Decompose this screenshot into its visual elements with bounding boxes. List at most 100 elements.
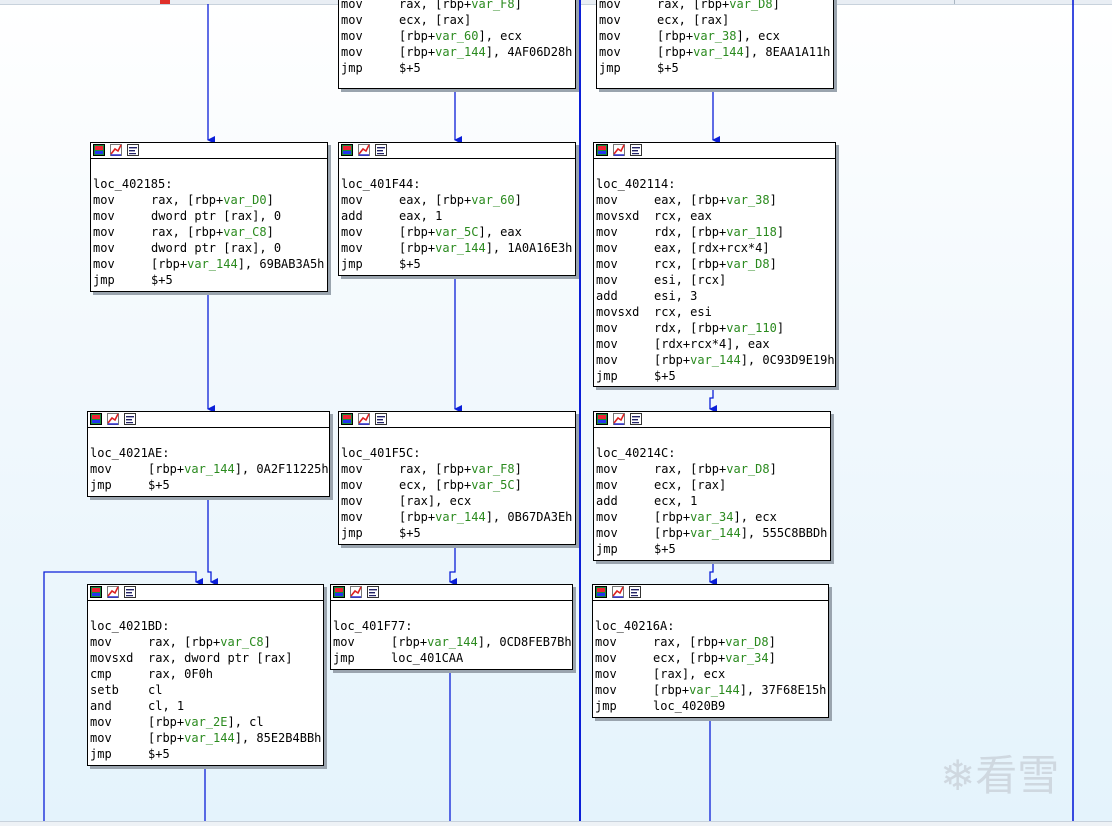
stack-var[interactable]: var_D8: [729, 0, 773, 11]
chart-icon[interactable]: [110, 144, 122, 156]
stack-var[interactable]: var_34: [725, 651, 769, 665]
chart-icon[interactable]: [358, 144, 370, 156]
instruction-line[interactable]: mov[rbp+var_60], ecx: [341, 28, 575, 44]
stack-var[interactable]: var_144: [435, 45, 486, 59]
stack-var[interactable]: var_144: [690, 353, 741, 367]
pseudocode-icon[interactable]: [630, 413, 642, 425]
stack-var[interactable]: var_144: [184, 731, 235, 745]
instruction-line[interactable]: mov[rbp+var_5C], eax: [341, 224, 575, 240]
graph-icon[interactable]: [596, 413, 608, 425]
instruction-line[interactable]: mov[rax], ecx: [341, 493, 575, 509]
block-label[interactable]: loc_4021BD:: [90, 619, 170, 633]
block-label[interactable]: loc_402114:: [596, 177, 676, 191]
stack-var[interactable]: var_D8: [725, 635, 769, 649]
tab-indicator[interactable]: [160, 0, 170, 4]
instruction-line[interactable]: mov[rbp+var_144], 0B67DA3Eh: [341, 509, 575, 525]
block-label[interactable]: loc_401F44:: [341, 177, 421, 191]
instruction-line[interactable]: mov[rbp+var_144], 8EAA1A11h: [599, 44, 833, 60]
stack-var[interactable]: var_144: [187, 257, 238, 271]
stack-var[interactable]: var_C8: [220, 635, 264, 649]
block-label[interactable]: loc_4021AE:: [90, 446, 170, 460]
stack-var[interactable]: var_144: [435, 510, 486, 524]
stack-var[interactable]: var_144: [689, 683, 740, 697]
graph-icon[interactable]: [595, 586, 607, 598]
stack-var[interactable]: var_118: [726, 225, 777, 239]
graph-icon[interactable]: [341, 144, 353, 156]
chart-icon[interactable]: [350, 586, 362, 598]
stack-var[interactable]: var_34: [690, 510, 734, 524]
instruction-line[interactable]: mov[rbp+var_144], 555C8BBDh: [596, 525, 830, 541]
stack-var[interactable]: var_144: [184, 462, 235, 476]
instruction-line[interactable]: mov[rbp+var_144], 1A0A16E3h: [341, 240, 575, 256]
instruction-line[interactable]: mov[rbp+var_34], ecx: [596, 509, 830, 525]
instruction-line[interactable]: jmp$+5: [599, 60, 833, 76]
instruction-line[interactable]: mov[rbp+var_144], 0CD8FEB7Bh: [333, 634, 572, 650]
instruction-line[interactable]: jmp$+5: [93, 272, 327, 288]
stack-var[interactable]: var_60: [435, 29, 479, 43]
chart-icon[interactable]: [107, 586, 119, 598]
stack-var[interactable]: var_144: [427, 635, 478, 649]
stack-var[interactable]: var_60: [471, 193, 515, 207]
chart-icon[interactable]: [612, 586, 624, 598]
instruction-line[interactable]: mov[rbp+var_38], ecx: [599, 28, 833, 44]
graph-icon[interactable]: [333, 586, 345, 598]
pseudocode-icon[interactable]: [367, 586, 379, 598]
tab[interactable]: [714, 0, 955, 4]
instruction-line[interactable]: mov[rbp+var_144], 37F68E15h: [595, 682, 828, 698]
block-label[interactable]: loc_401F77:: [333, 619, 413, 633]
pseudocode-icon[interactable]: [375, 413, 387, 425]
chart-icon[interactable]: [613, 413, 625, 425]
stack-var[interactable]: var_5C: [471, 478, 515, 492]
stack-var[interactable]: var_110: [726, 321, 777, 335]
stack-var[interactable]: var_F8: [471, 462, 515, 476]
stack-var[interactable]: var_C8: [223, 225, 267, 239]
instruction-line[interactable]: jmp$+5: [341, 525, 575, 541]
block-label[interactable]: loc_40216A:: [595, 619, 675, 633]
graph-icon[interactable]: [90, 413, 102, 425]
stack-var[interactable]: var_D8: [726, 462, 770, 476]
chart-icon[interactable]: [613, 144, 625, 156]
instruction-line[interactable]: mov[rbp+var_144], 85E2B4BBh: [90, 730, 323, 746]
instruction-line[interactable]: mov[rbp+var_144], 0C93D9E19h: [596, 352, 835, 368]
chart-icon[interactable]: [358, 413, 370, 425]
instruction-line[interactable]: mov[rdx+rcx*4], eax: [596, 336, 835, 352]
pseudocode-icon[interactable]: [124, 586, 136, 598]
pseudocode-icon[interactable]: [630, 144, 642, 156]
